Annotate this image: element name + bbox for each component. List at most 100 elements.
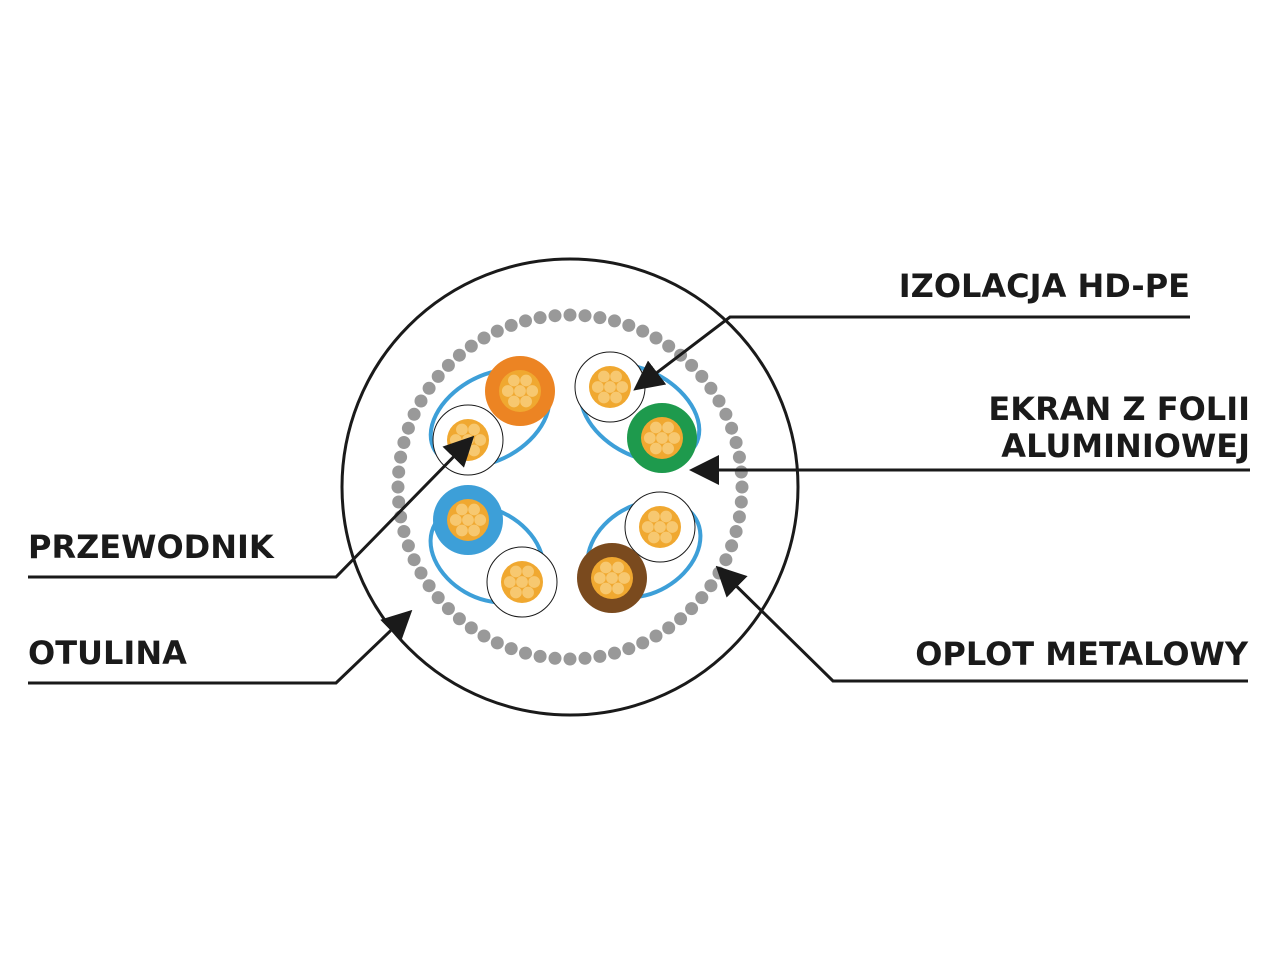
braid-strand <box>519 646 532 660</box>
braid-strand <box>392 495 406 509</box>
braid-strand <box>414 566 428 580</box>
conductor-strand <box>606 572 618 584</box>
conductor-strand <box>516 576 528 588</box>
braid-strand <box>704 381 718 395</box>
braid-strand <box>725 539 739 553</box>
conductor-strand <box>612 582 624 595</box>
conductor-strand <box>462 514 474 526</box>
conductor-strand <box>656 432 668 444</box>
green-pair <box>574 351 702 473</box>
conductor-strand <box>468 444 480 457</box>
conductor-strand <box>666 521 679 533</box>
conductor-strand <box>648 510 660 523</box>
braid-strand <box>504 642 518 656</box>
braid-strand <box>719 407 733 421</box>
conductor-strand <box>520 395 532 408</box>
braid-strand <box>674 612 688 626</box>
braid-strand <box>662 339 676 353</box>
conductor-strand <box>468 524 480 537</box>
conductor-strand <box>668 432 681 444</box>
braid-strand <box>464 339 478 353</box>
conductor-strand <box>456 524 468 537</box>
conductor-strand <box>522 565 534 578</box>
braid-strand <box>608 314 621 328</box>
conductor-strand <box>650 421 662 434</box>
brown-pair <box>577 491 703 613</box>
braid-strand <box>548 309 562 323</box>
conductor-strand <box>508 395 520 408</box>
conductor-strand <box>650 442 662 455</box>
braid-strand <box>401 539 415 553</box>
braid-strand <box>397 525 411 538</box>
label-jacket: OTULINA <box>28 634 187 672</box>
conductor-strand <box>593 572 606 584</box>
conductor-strand <box>612 561 624 574</box>
braid-strand <box>452 612 466 626</box>
conductor-strand <box>660 531 672 544</box>
braid-strand <box>407 407 421 421</box>
braid-strand <box>533 649 547 663</box>
conductor-strand <box>616 381 629 393</box>
braid-strand <box>397 436 411 449</box>
conductor-strand <box>468 423 480 436</box>
braid-strand <box>649 629 663 643</box>
braid-strand <box>422 381 436 395</box>
leader-conductor <box>28 435 475 579</box>
conductor-strand <box>456 423 468 436</box>
braid-strand <box>622 318 636 332</box>
braid-strand <box>725 421 739 435</box>
braid-strand <box>477 629 491 643</box>
braid-strand <box>729 525 743 538</box>
conductor-strand <box>510 586 522 599</box>
braid-strand <box>593 311 607 325</box>
conductor-strand <box>510 565 522 578</box>
conductor-strand <box>610 391 622 404</box>
conductor-strand <box>643 432 656 444</box>
braid-strand <box>719 553 733 567</box>
braid-strand <box>441 358 455 372</box>
conductor-strand <box>520 374 532 387</box>
conductor-strand <box>501 385 514 397</box>
braid-strand <box>608 646 621 660</box>
label-foil-shield-line1: EKRAN Z FOLII <box>988 390 1250 428</box>
braid-strand <box>407 553 421 567</box>
braid-strand <box>391 480 405 494</box>
label-foil-shield-line2: ALUMINIOWEJ <box>1001 427 1250 465</box>
conductor-strand <box>641 521 654 533</box>
braid-strand <box>431 591 445 605</box>
braid-strand <box>732 450 746 464</box>
braid-strand <box>401 421 415 435</box>
braid-strand <box>392 465 406 479</box>
braid-strand <box>636 636 650 650</box>
leader-jacket <box>28 609 413 685</box>
braid-strand <box>464 621 478 635</box>
conductor-strand <box>604 381 616 393</box>
braid-strand <box>441 602 455 616</box>
braid-strand <box>732 510 746 524</box>
conductor-strand <box>654 521 666 533</box>
twisted-pairs <box>428 351 703 618</box>
braid-strand <box>734 495 748 509</box>
conductor-strand <box>598 391 610 404</box>
conductor-strand <box>528 576 541 588</box>
braid-strand <box>704 579 718 593</box>
label-insulation: IZOLACJA HD-PE <box>899 267 1190 305</box>
conductor-strand <box>449 434 462 446</box>
label-braid: OPLOT METALOWY <box>915 635 1249 673</box>
conductor-strand <box>600 561 612 574</box>
braid-strand <box>563 652 577 666</box>
braid-strand <box>729 436 743 449</box>
conductor-strand <box>503 576 516 588</box>
braid-strand <box>422 579 436 593</box>
braid-strand <box>490 324 504 338</box>
braid-strand <box>578 309 592 323</box>
braid-strand <box>695 369 709 383</box>
braid-strand <box>695 591 709 605</box>
braid-strand <box>490 636 504 650</box>
conductor-strand <box>660 510 672 523</box>
braid-strand <box>712 394 726 408</box>
braid-strand <box>431 369 445 383</box>
conductor-strand <box>456 503 468 516</box>
braid-strand <box>414 394 428 408</box>
